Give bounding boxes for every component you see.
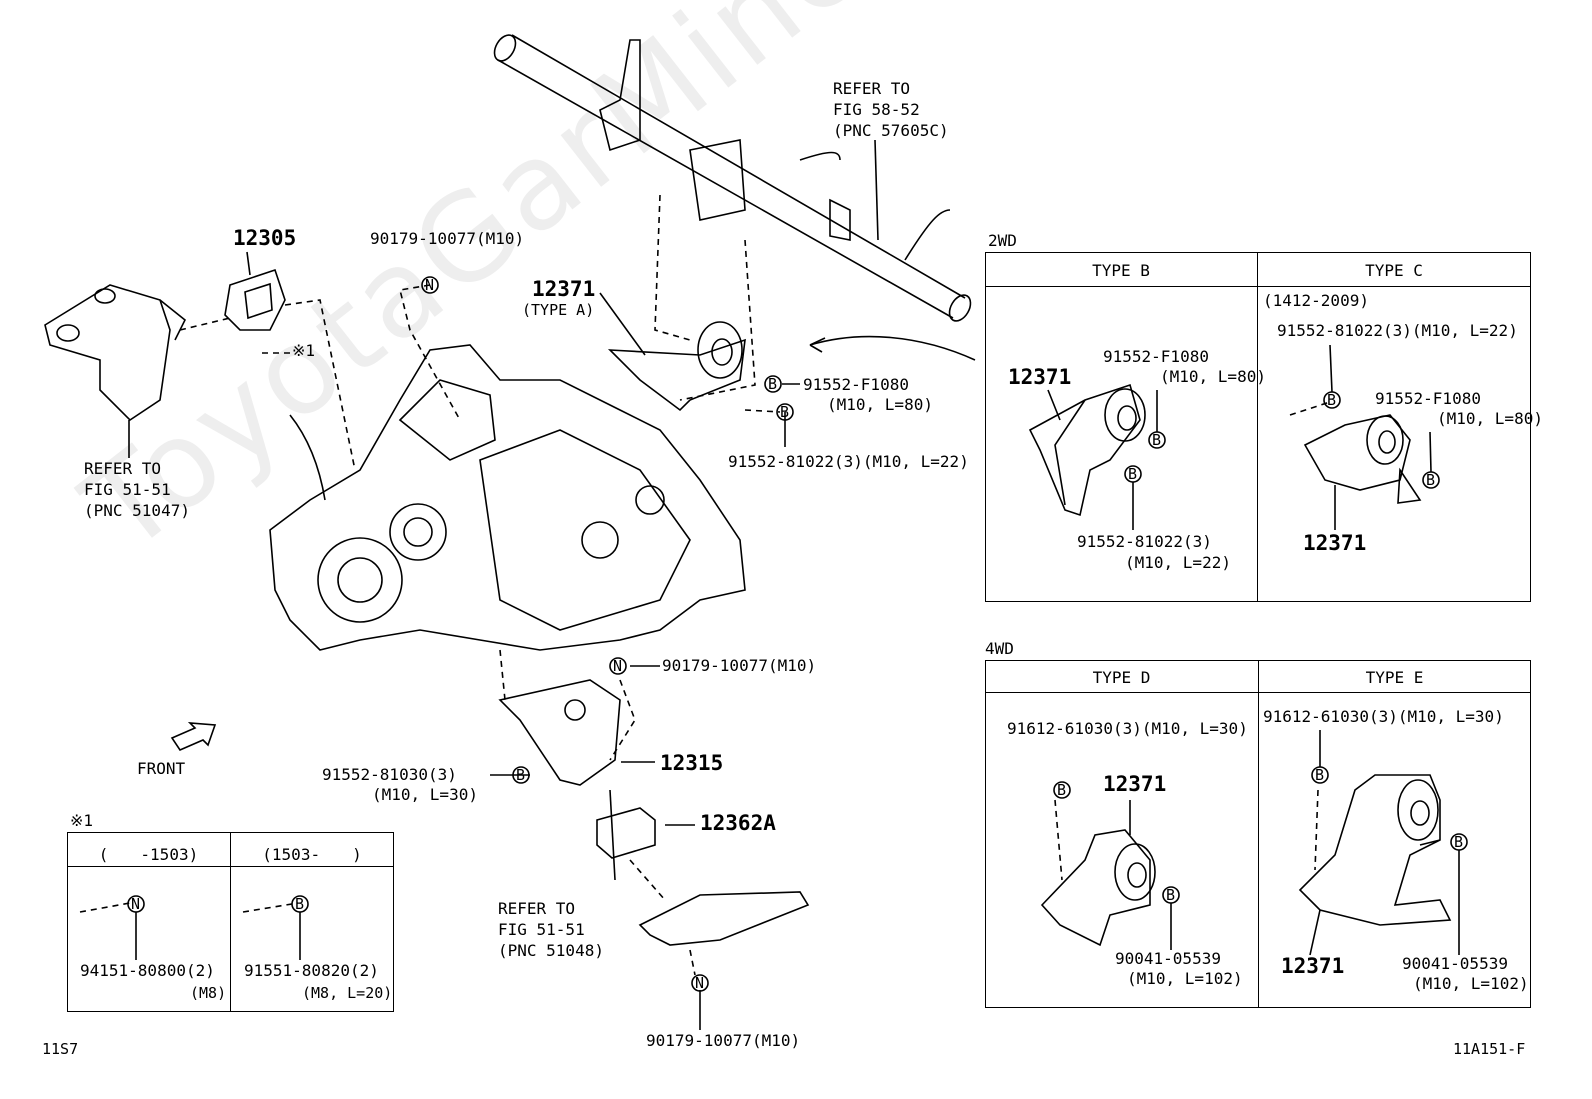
type-e-part-12371: 12371 bbox=[1281, 954, 1345, 978]
b-callout: B bbox=[1128, 465, 1138, 483]
type-b-bolt1: 91552-F1080 bbox=[1103, 347, 1209, 366]
type-d-drawing bbox=[1040, 829, 1156, 947]
part-12371-main-label: 12371 bbox=[532, 277, 596, 301]
b-callout: B bbox=[295, 895, 305, 913]
type-d-bolt2-spec: (M10, L=102) bbox=[1127, 969, 1243, 988]
type-c-range: (1412-2009) bbox=[1263, 291, 1369, 310]
refer-fig-51-51-left-line1: REFER TO bbox=[84, 459, 162, 478]
refer-fig-58-52-line1: REFER TO bbox=[833, 79, 911, 98]
table-2wd bbox=[985, 252, 1531, 602]
type-d-part-12371: 12371 bbox=[1103, 772, 1167, 796]
type-e-bolt2: 90041-05539 bbox=[1402, 954, 1508, 973]
bolt-91552-f1080-label: 91552-F1080 bbox=[803, 375, 909, 394]
part-12305-label: 12305 bbox=[233, 226, 297, 250]
type-d-bolt2: 90041-05539 bbox=[1115, 949, 1221, 968]
pointer-arrow bbox=[809, 335, 976, 361]
solid-leaders bbox=[128, 139, 879, 1030]
type-c-bolt2-spec: (M10, L=80) bbox=[1437, 409, 1543, 428]
engine-drawing bbox=[269, 344, 746, 651]
front-arrow-drawing bbox=[170, 722, 217, 752]
part-12315-label: 12315 bbox=[660, 751, 724, 775]
type-b-part-12371: 12371 bbox=[1008, 365, 1072, 389]
note-col1-part: 94151-80800(2) bbox=[80, 961, 215, 980]
crossmember-drawing bbox=[493, 34, 972, 322]
type-c-bolt1: 91552-81022(3)(M10, L=22) bbox=[1277, 321, 1518, 340]
dashed-leaders bbox=[79, 194, 1331, 976]
mount-type-a-drawing bbox=[607, 321, 746, 412]
type-b-header: TYPE B bbox=[1092, 261, 1150, 280]
b-callout: B bbox=[1315, 766, 1325, 784]
part-12362a-label: 12362A bbox=[700, 811, 776, 835]
refer-fig-51-51-bottom-line1: REFER TO bbox=[498, 899, 576, 918]
type-e-bolt1: 91612-61030(3)(M10, L=30) bbox=[1263, 707, 1504, 726]
type-c-header: TYPE C bbox=[1365, 261, 1423, 280]
left-bracket-drawing bbox=[44, 284, 187, 422]
refer-fig-51-51-left-line2: FIG 51-51 bbox=[84, 480, 171, 499]
note-table-divider bbox=[230, 832, 231, 1012]
type-c-drawing bbox=[1303, 414, 1422, 504]
type-e-header: TYPE E bbox=[1365, 668, 1424, 687]
type-d-header: TYPE D bbox=[1092, 668, 1151, 687]
table-2wd-divider bbox=[1257, 252, 1258, 602]
part-12362a-drawing bbox=[596, 789, 656, 881]
n-callout: N bbox=[613, 657, 623, 675]
b-callout: B bbox=[1166, 886, 1176, 904]
note-col1-header: ( -1503) bbox=[98, 845, 199, 864]
bolt-90179-bottom-label: 90179-10077(M10) bbox=[646, 1031, 801, 1050]
n-callout: N bbox=[131, 895, 141, 913]
note-col2-part: 91551-80820(2) bbox=[244, 961, 379, 980]
type-c-bolt2: 91552-F1080 bbox=[1375, 389, 1481, 408]
b-callout: B bbox=[1152, 431, 1162, 449]
b-callout: B bbox=[1057, 781, 1067, 799]
b-callout: B bbox=[1454, 833, 1464, 851]
code-right-label: 11A151-F bbox=[1453, 1040, 1526, 1058]
n-callout: N bbox=[695, 974, 705, 992]
type-b-bolt2: 91552-81022(3) bbox=[1077, 532, 1212, 551]
table-2wd-divider bbox=[985, 286, 1531, 287]
note-col1-spec: (M8) bbox=[190, 984, 227, 1002]
bracket-12315-drawing bbox=[498, 679, 621, 786]
bolt-91552-81022-label: 91552-81022(3)(M10, L=22) bbox=[728, 452, 969, 471]
bolt-91552-81030-spec: (M10, L=30) bbox=[372, 785, 478, 804]
note-col2-header: (1503- ) bbox=[262, 845, 362, 864]
type-e-drawing bbox=[1298, 774, 1452, 926]
refer-fig-51-51-bottom-line3: (PNC 51048) bbox=[498, 941, 604, 960]
bolt-91552-81030-label: 91552-81030(3) bbox=[322, 765, 457, 784]
b-callout: B bbox=[1327, 391, 1337, 409]
type-e-bolt2-spec: (M10, L=102) bbox=[1413, 974, 1529, 993]
bolt-90179-top-label: 90179-10077(M10) bbox=[370, 229, 525, 248]
bottom-bracket-drawing bbox=[638, 891, 810, 946]
code-left-label: 11S7 bbox=[42, 1040, 79, 1058]
n-callout: N bbox=[425, 276, 435, 294]
type-a-label: (TYPE A) bbox=[522, 301, 595, 319]
b-callout: B bbox=[1426, 471, 1436, 489]
bolt-91552-f1080-spec: (M10, L=80) bbox=[827, 395, 933, 414]
bolt-90179-mid-label: 90179-10077(M10) bbox=[662, 656, 817, 675]
type-c-part-12371: 12371 bbox=[1303, 531, 1367, 555]
refer-fig-58-52-line3: (PNC 57605C) bbox=[833, 121, 949, 140]
type-b-drawing bbox=[1028, 383, 1146, 517]
b-callout: B bbox=[516, 766, 526, 784]
table-2wd-title: 2WD bbox=[988, 231, 1017, 250]
type-d-bolt1: 91612-61030(3)(M10, L=30) bbox=[1007, 719, 1248, 738]
b-callout: B bbox=[768, 375, 778, 393]
front-label: FRONT bbox=[137, 759, 186, 778]
b-callout: B bbox=[780, 403, 790, 421]
table-4wd-title: 4WD bbox=[985, 639, 1014, 658]
note-col2-spec: (M8, L=20) bbox=[302, 984, 393, 1002]
note-mark-label: ※1 bbox=[292, 341, 316, 360]
part-12305-drawing bbox=[224, 268, 286, 331]
type-b-bolt1-spec: (M10, L=80) bbox=[1160, 367, 1266, 386]
table-4wd-divider bbox=[1258, 660, 1259, 1008]
refer-fig-58-52-line2: FIG 58-52 bbox=[833, 100, 920, 119]
refer-fig-51-51-bottom-line2: FIG 51-51 bbox=[498, 920, 585, 939]
refer-fig-51-51-left-line3: (PNC 51047) bbox=[84, 501, 190, 520]
note-table-title: ※1 bbox=[70, 811, 94, 830]
type-b-bolt2-spec: (M10, L=22) bbox=[1125, 553, 1231, 572]
